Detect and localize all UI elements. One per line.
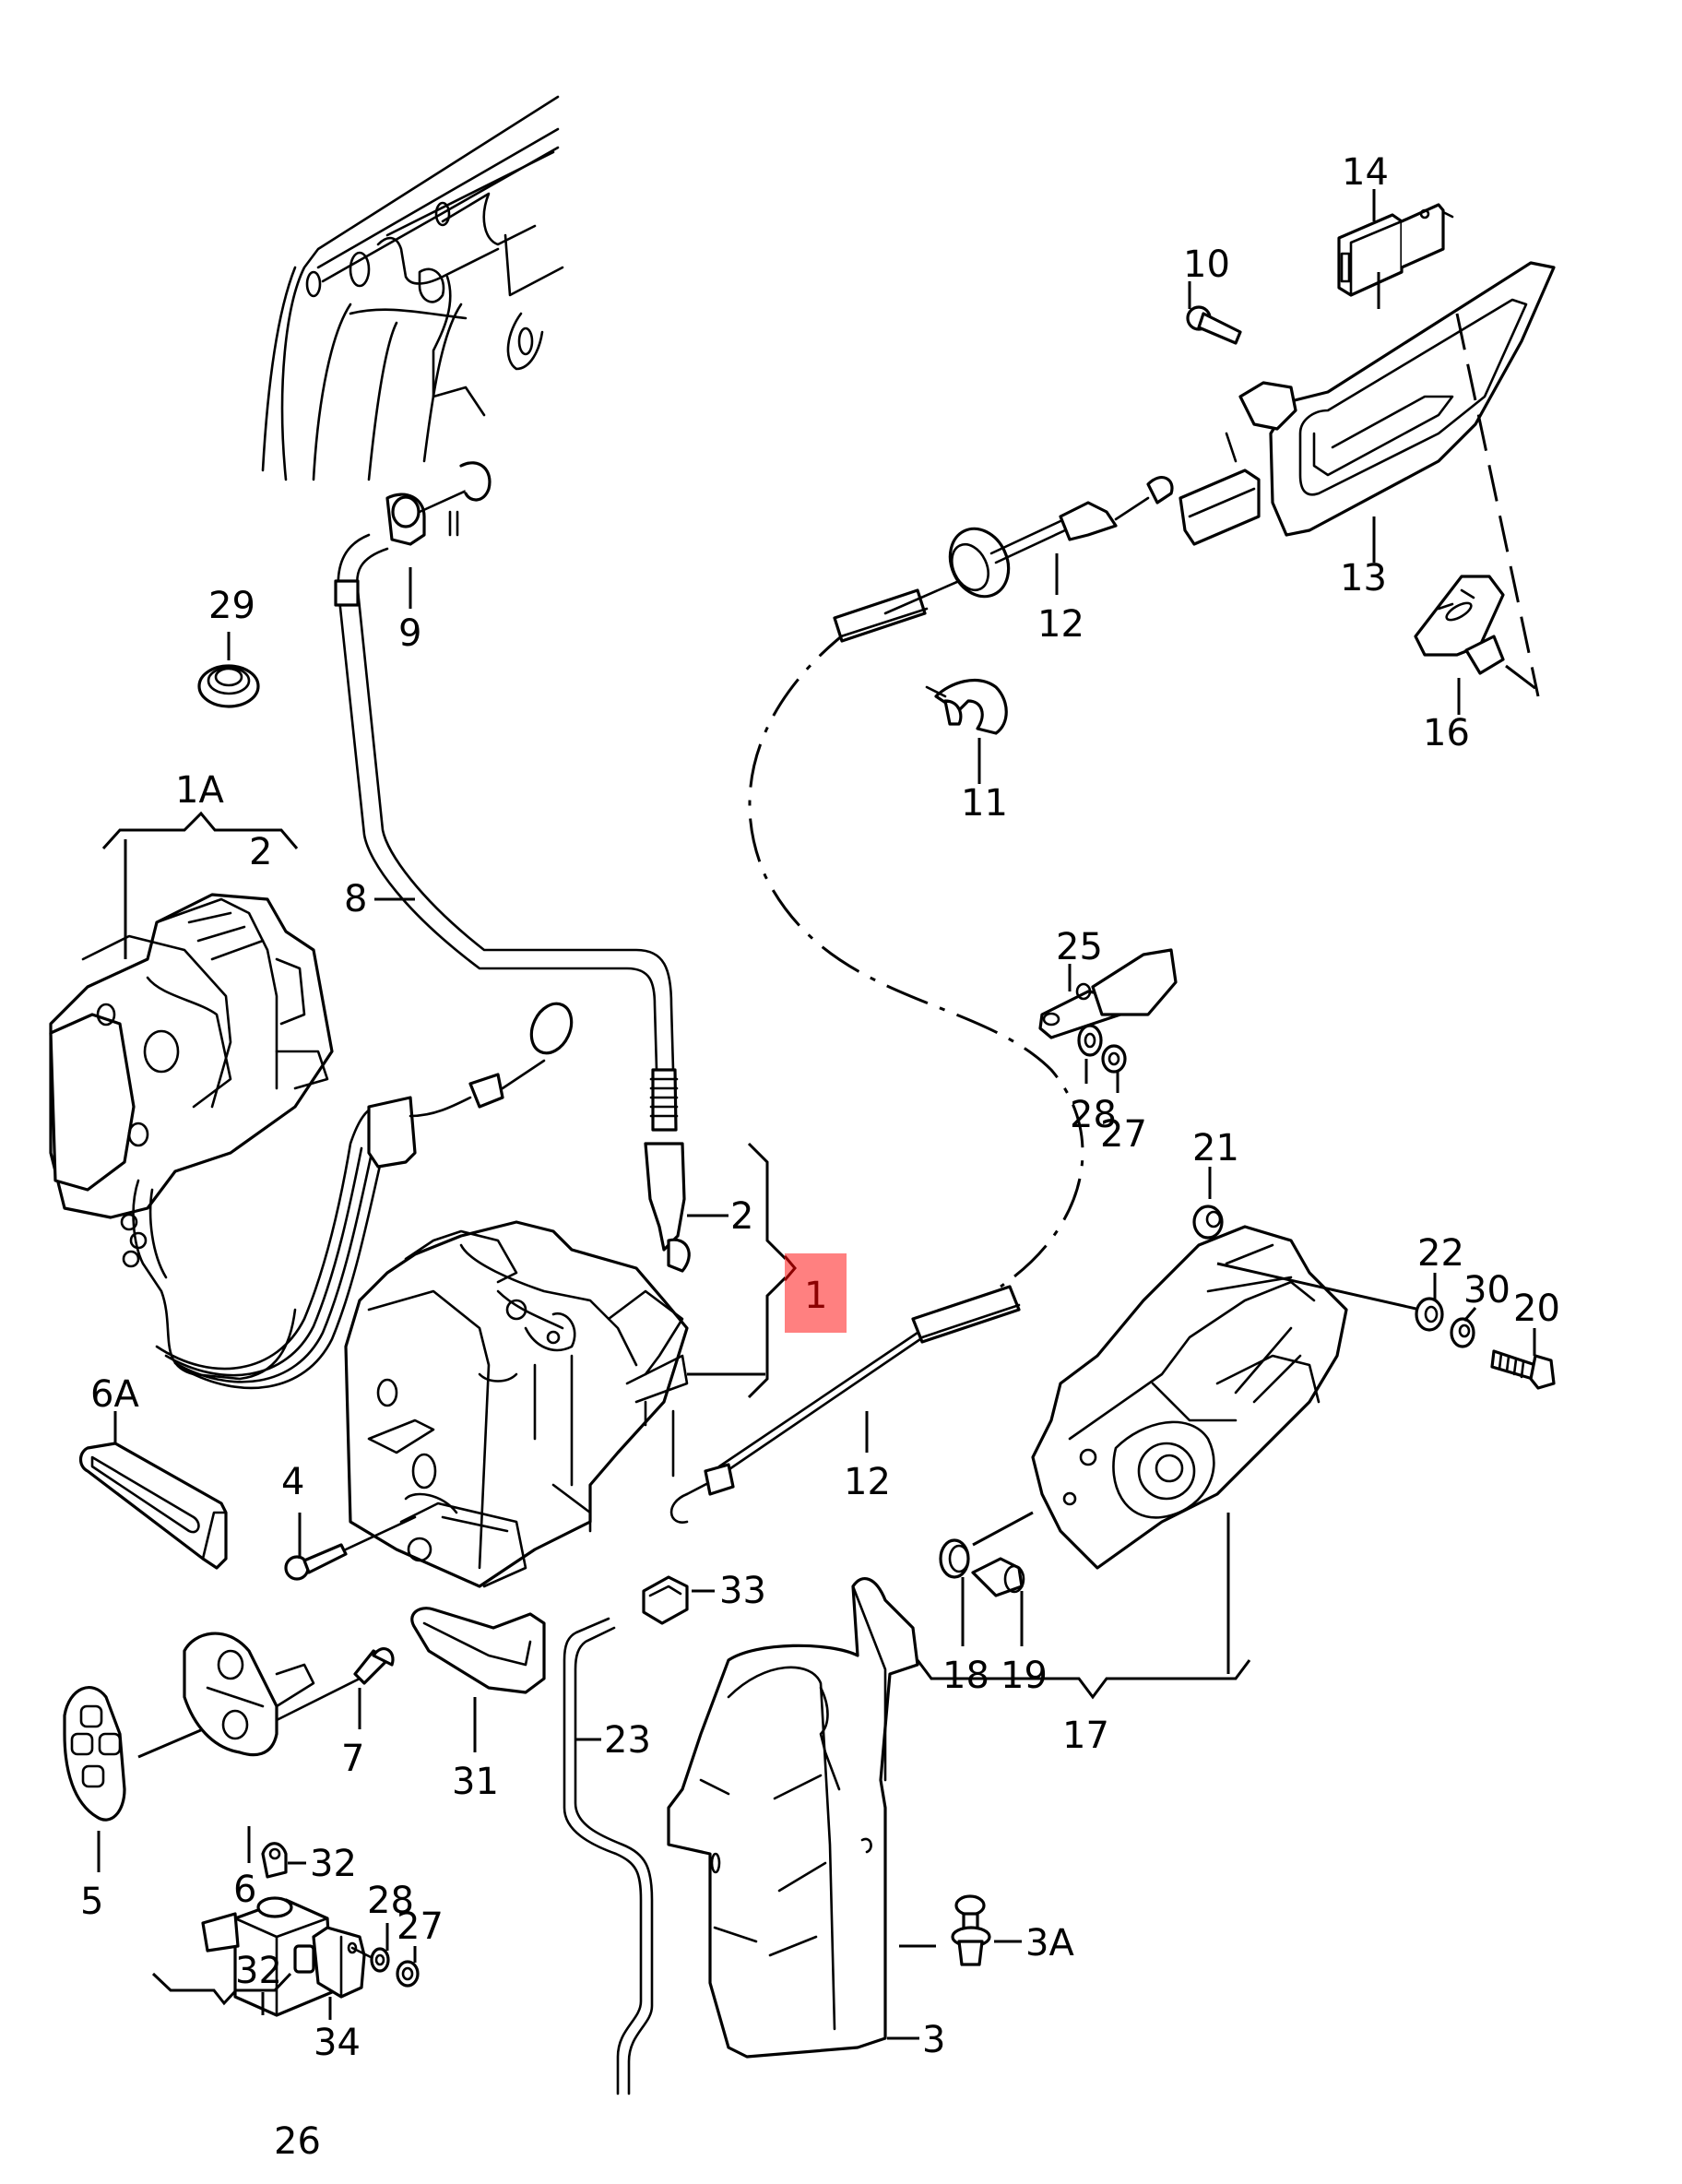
callout-33[interactable]: 33: [719, 1570, 766, 1612]
wiring-harness: [155, 1002, 574, 1390]
callout-17[interactable]: 17: [1062, 1715, 1109, 1757]
callout-16[interactable]: 16: [1423, 712, 1470, 754]
callout-32-lower[interactable]: 32: [235, 1950, 282, 1992]
callout-11[interactable]: 11: [961, 782, 1008, 825]
part-27-nut: [1101, 1044, 1127, 1074]
part-28-washer: [1077, 1024, 1103, 1057]
callout-1A[interactable]: 1A: [175, 769, 224, 812]
part-33-clip: [642, 1575, 689, 1625]
callout-27-lower[interactable]: 27: [397, 1905, 444, 1948]
callout-3[interactable]: 3: [922, 2019, 945, 2061]
part-26-sensor-module: [201, 1896, 334, 2017]
door-frame-panel: [261, 95, 564, 481]
part-12-cable: [669, 588, 1084, 1524]
callout-13[interactable]: 13: [1340, 557, 1387, 599]
part-16-window-switch: [1414, 575, 1505, 675]
leader-30: [1463, 1307, 1477, 1322]
leader-16-dashed: [1455, 313, 1541, 697]
part-5-gasket: [63, 1686, 126, 1822]
part-1-lock-unit: [344, 1220, 689, 1588]
part-3-cover: [667, 1576, 919, 2059]
callout-3A[interactable]: 3A: [1025, 1922, 1074, 1964]
part-26-bracket: [151, 1972, 292, 2006]
callout-22[interactable]: 22: [1417, 1232, 1464, 1275]
part-22-washer: [1415, 1297, 1444, 1332]
callout-28-upper[interactable]: 28: [1070, 1094, 1117, 1136]
callout-29[interactable]: 29: [208, 585, 255, 627]
callout-2-upper[interactable]: 2: [249, 831, 272, 873]
part-17-bracket: [916, 1659, 1251, 1700]
part-27b-nut: [396, 1960, 420, 1988]
callout-14[interactable]: 14: [1342, 151, 1389, 194]
callout-20[interactable]: 20: [1513, 1288, 1560, 1330]
part-4-screw: [284, 1515, 417, 1581]
callout-32-upper[interactable]: 32: [310, 1843, 357, 1885]
bracket-tip: [783, 1255, 797, 1281]
callout-5[interactable]: 5: [80, 1881, 103, 1923]
callout-7[interactable]: 7: [341, 1738, 364, 1780]
part-30-nut: [1450, 1317, 1475, 1348]
part-21-nut: [1192, 1205, 1224, 1240]
part-29-grommet: [197, 664, 260, 708]
callout-25[interactable]: 25: [1056, 926, 1103, 968]
part-6-striker: [183, 1632, 315, 1757]
callout-26[interactable]: 26: [274, 2120, 321, 2163]
part-6A-seal: [78, 1442, 228, 1570]
callout-6A[interactable]: 6A: [90, 1373, 139, 1416]
callout-30[interactable]: 30: [1463, 1269, 1510, 1312]
part-23-rod: [563, 1617, 654, 2095]
callout-27-upper[interactable]: 27: [1100, 1113, 1147, 1156]
part-31-seal: [410, 1607, 546, 1694]
part-17-handle-carrier: [1031, 1225, 1348, 1570]
callout-21[interactable]: 21: [1192, 1127, 1239, 1169]
callout-6[interactable]: 6: [233, 1869, 256, 1911]
callout-4[interactable]: 4: [281, 1461, 304, 1503]
part-18-bushing: [939, 1538, 970, 1579]
callout-1-highlighted[interactable]: 1: [804, 1275, 827, 1317]
part-32-clip: [261, 1842, 288, 1879]
part-20-bolt: [1490, 1349, 1556, 1390]
part-9-clip: [385, 461, 492, 546]
part-7-screw: [275, 1647, 395, 1722]
part-14-switch: [1337, 203, 1454, 297]
part-19-sleeve: [971, 1557, 1025, 1597]
part-1A-lock-assembly: [49, 893, 334, 1381]
callout-28-lower[interactable]: 28: [367, 1880, 414, 1922]
part-1A-bracket: [101, 811, 299, 959]
callout-2-lower[interactable]: 2: [730, 1195, 753, 1238]
leader-6-axis: [137, 1727, 204, 1759]
part-1-bracket: [687, 1142, 798, 1399]
part-28b-washer: [370, 1947, 390, 1973]
callout-12-lower[interactable]: 12: [844, 1461, 891, 1503]
callout-34[interactable]: 34: [314, 2022, 361, 2064]
part-10-screw: [1186, 305, 1242, 345]
part-13-door-handle: [1179, 261, 1556, 546]
part-12-handle-cable: [883, 476, 1174, 615]
callout-10[interactable]: 10: [1183, 243, 1230, 286]
part-11-clip: [925, 678, 1008, 735]
callout-8[interactable]: 8: [344, 878, 367, 920]
callout-19[interactable]: 19: [1001, 1655, 1048, 1697]
part-34-bracket: [312, 1926, 378, 1999]
callout-9[interactable]: 9: [398, 612, 421, 655]
leader-18-axis: [972, 1511, 1034, 1547]
axis-line-21-22: [1216, 1262, 1421, 1312]
callout-12-upper[interactable]: 12: [1037, 603, 1084, 646]
highlight-callout-1[interactable]: [783, 1253, 847, 1333]
callout-23[interactable]: 23: [604, 1719, 651, 1762]
callout-18[interactable]: 18: [942, 1655, 989, 1697]
part-3A-clip: [951, 1894, 991, 1966]
part-8-rod: [334, 533, 691, 1273]
callout-31[interactable]: 31: [452, 1761, 499, 1803]
part-25-bracket: [1038, 948, 1178, 1039]
